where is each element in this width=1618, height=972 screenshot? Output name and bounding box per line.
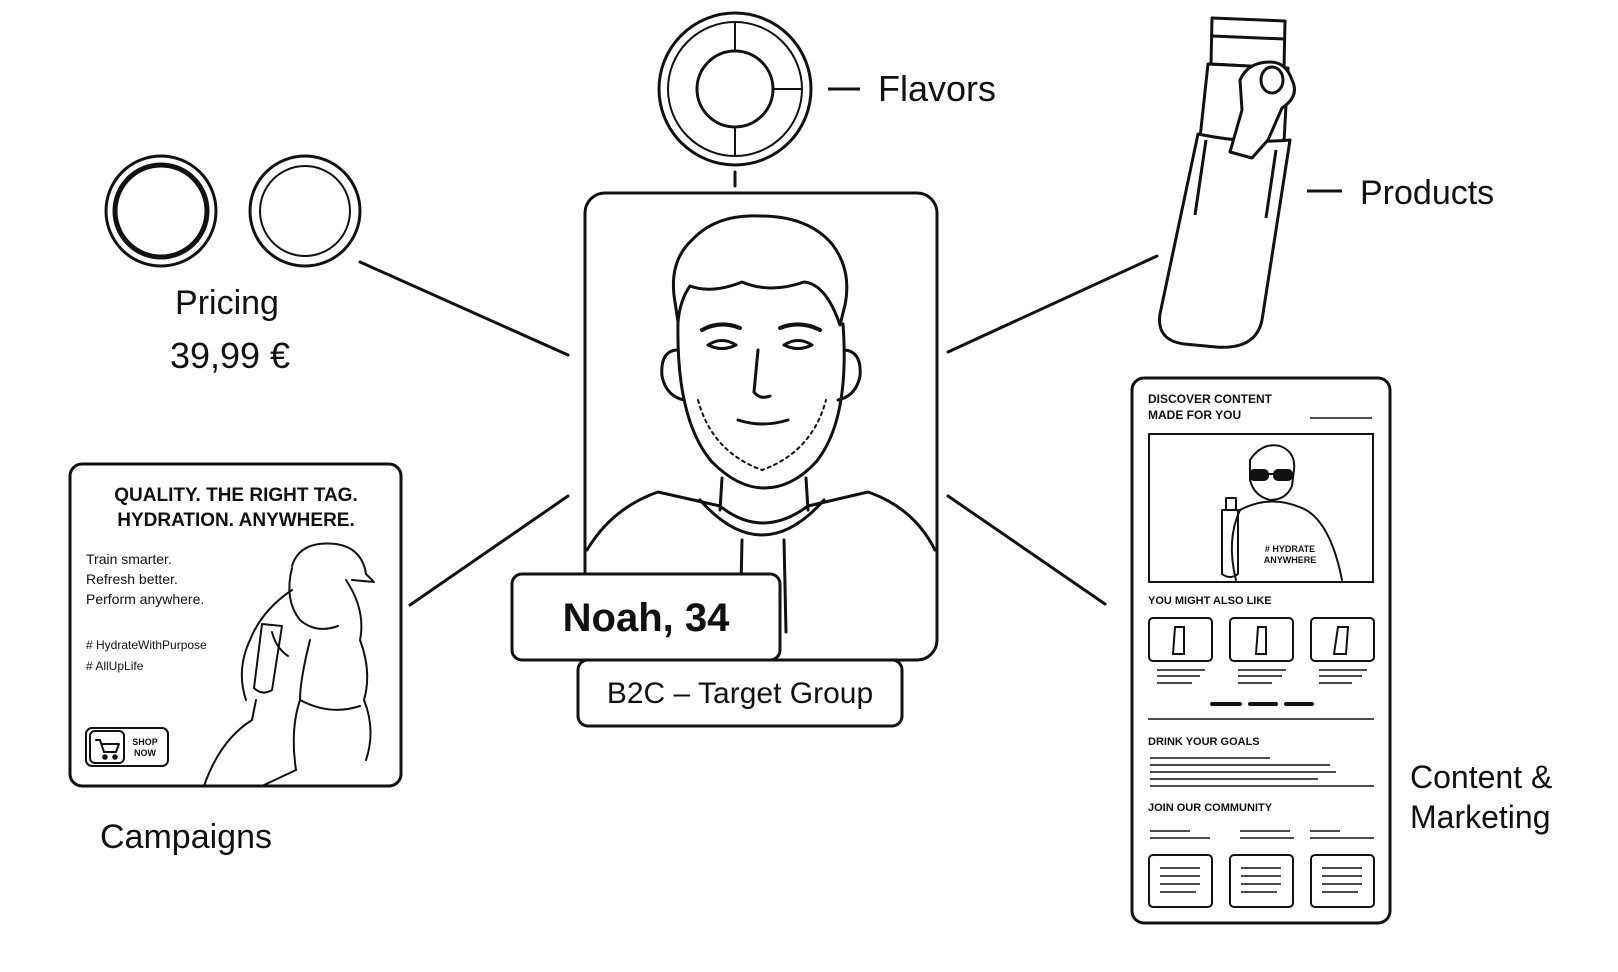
community-card[interactable] xyxy=(1310,854,1375,908)
product-tile[interactable] xyxy=(1310,617,1375,662)
product-tile[interactable] xyxy=(1229,617,1294,662)
content-label-1: Content & xyxy=(1410,759,1552,795)
ad-body-line: Perform anywhere. xyxy=(86,591,204,607)
shopping-cart-icon xyxy=(89,730,125,764)
products-label: Products xyxy=(1360,174,1494,212)
ad-hashtag: # HydrateWithPurpose xyxy=(86,638,207,652)
campaigns-label: Campaigns xyxy=(100,818,272,856)
pricing-pod-icon xyxy=(104,154,362,268)
pricing-label: Pricing xyxy=(175,284,279,322)
water-bottle-icon xyxy=(1158,16,1296,349)
content-heading-1: DISCOVER CONTENT xyxy=(1148,392,1273,406)
hero-shirt-text-1: # HYDRATE xyxy=(1265,544,1315,554)
shop-now-line-2: NOW xyxy=(134,748,157,758)
persona-group: B2C – Target Group xyxy=(607,677,873,710)
community-card[interactable] xyxy=(1229,854,1294,908)
community-header-lines xyxy=(1150,830,1374,839)
connector-campaigns xyxy=(408,494,570,607)
content-panel: DISCOVER CONTENT MADE FOR YOU # HYDRATE … xyxy=(1130,376,1392,925)
flavors-label: Flavors xyxy=(878,68,996,109)
hero-shirt-text-2: ANYWHERE xyxy=(1264,555,1317,565)
price-value: 39,99 € xyxy=(170,335,290,376)
shop-now-button[interactable]: SHOP NOW xyxy=(85,727,169,767)
shop-now-line-1: SHOP xyxy=(132,737,158,747)
ad-body-line: Refresh better. xyxy=(86,571,178,587)
connector-lines xyxy=(358,170,1159,607)
section-also-like: YOU MIGHT ALSO LIKE xyxy=(1148,595,1272,607)
connector-pricing xyxy=(358,260,570,357)
persona-name-tag: Noah, 34 xyxy=(510,572,782,662)
campaign-ad-card: QUALITY. THE RIGHT TAG. HYDRATION. ANYWH… xyxy=(68,462,403,788)
persona-name: Noah, 34 xyxy=(563,596,730,640)
goals-text-lines xyxy=(1150,757,1374,787)
ad-headline-2: HYDRATION. ANYWHERE. xyxy=(117,510,355,531)
content-heading-2: MADE FOR YOU xyxy=(1148,408,1241,422)
flavor-pod-icon xyxy=(657,11,813,167)
section-community: JOIN OUR COMMUNITY xyxy=(1148,802,1273,814)
ad-athlete-illustration xyxy=(203,542,375,787)
content-label-2: Marketing xyxy=(1410,799,1551,835)
content-hero-image: # HYDRATE ANYWHERE xyxy=(1148,433,1374,583)
section-drink-goals: DRINK YOUR GOALS xyxy=(1148,736,1260,748)
ad-hashtag: # AllUpLife xyxy=(86,659,144,673)
community-card[interactable] xyxy=(1148,854,1213,908)
persona-group-tag: B2C – Target Group xyxy=(576,658,904,728)
ad-body-line: Train smarter. xyxy=(86,551,172,567)
tile-caption-lines xyxy=(1157,669,1367,684)
connector-products xyxy=(946,254,1159,354)
ad-headline-1: QUALITY. THE RIGHT TAG. xyxy=(114,485,357,506)
persona-portrait xyxy=(585,214,937,634)
connector-content xyxy=(946,494,1107,606)
product-tile[interactable] xyxy=(1148,617,1213,662)
